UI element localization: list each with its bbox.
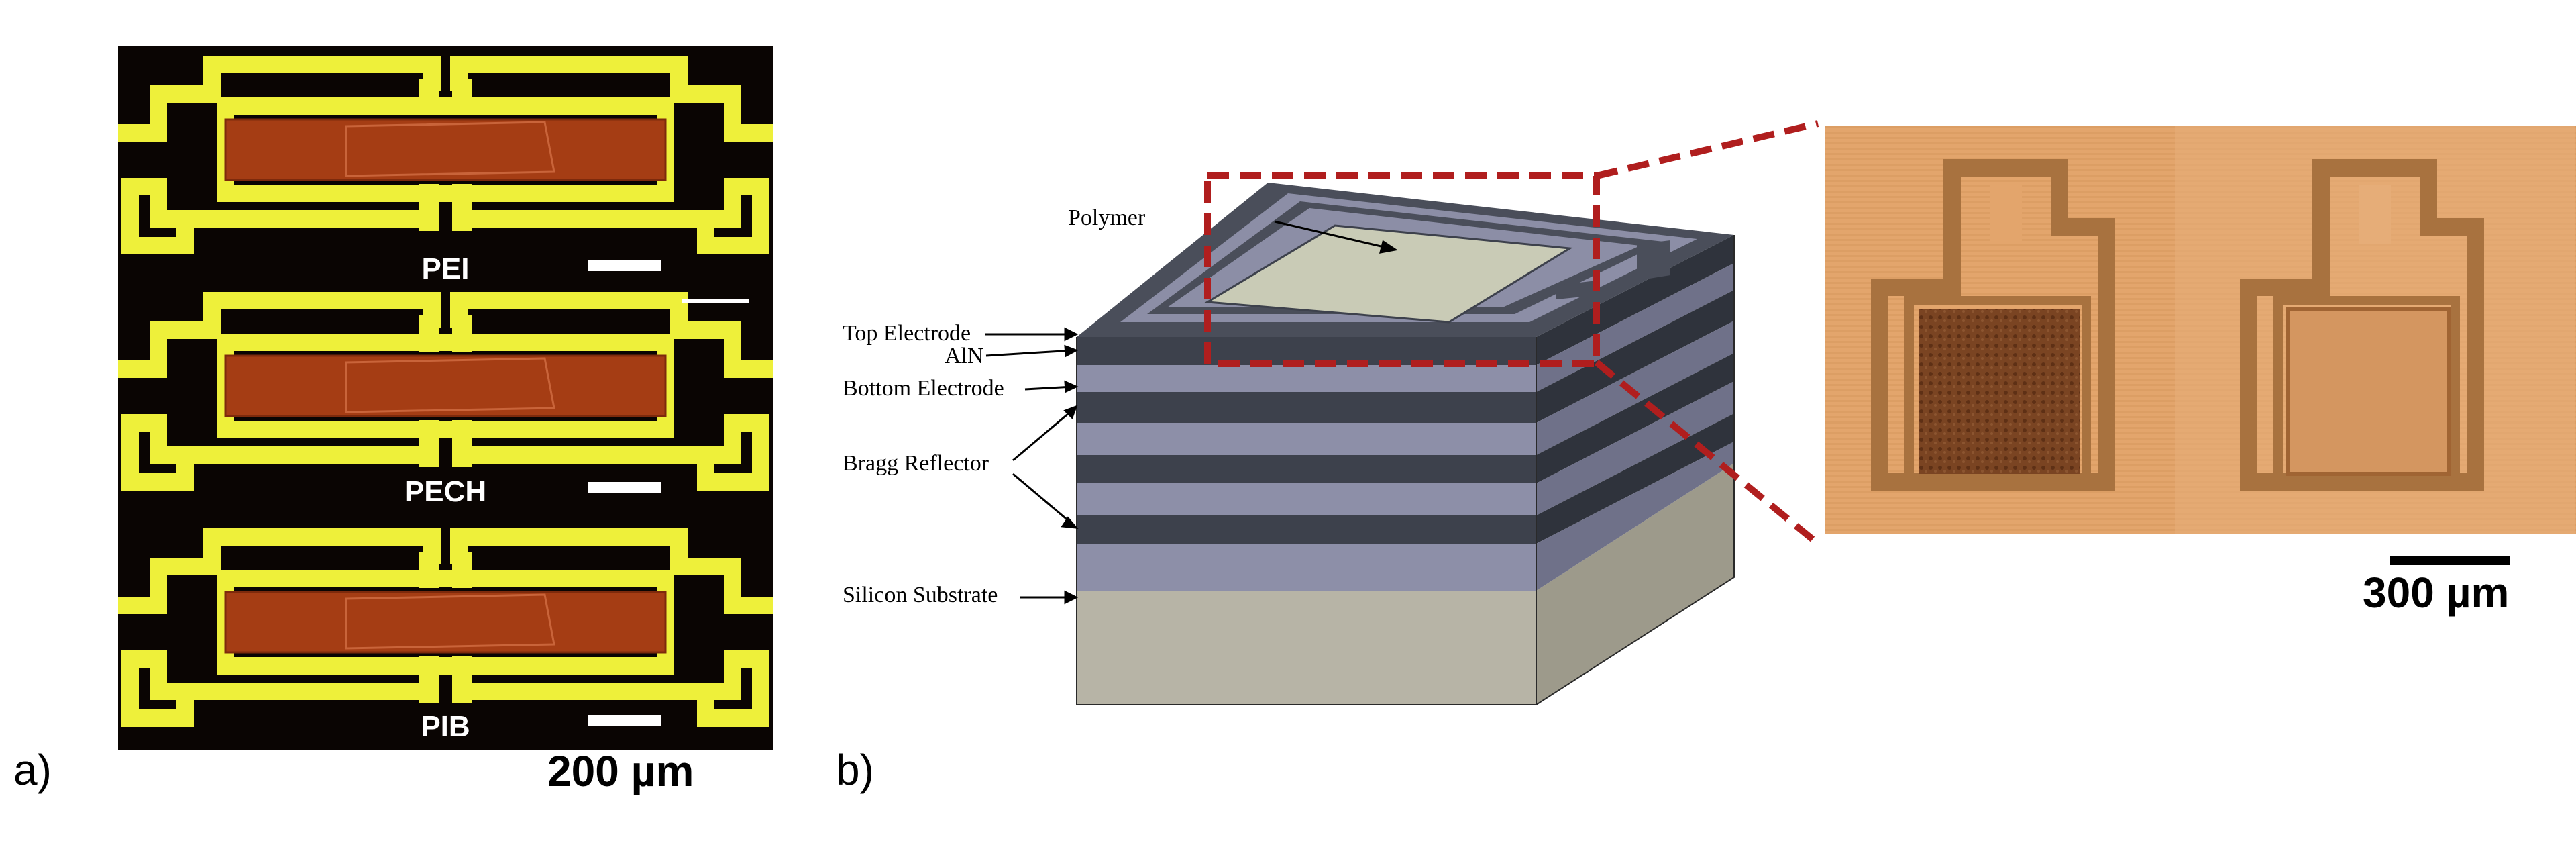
callout-box	[1204, 172, 1600, 367]
panel-b-label: b)	[836, 746, 874, 794]
panel-a-micrograph: PEI PECH PIB	[118, 46, 773, 750]
device-label-pei: PEI	[421, 252, 470, 285]
scale-bar-2	[588, 482, 661, 493]
bulk-acoustic-resonator-schematic	[985, 172, 1735, 705]
panel-a-scale-label: 200 µm	[547, 747, 694, 795]
coated-resonator-light	[2286, 307, 2451, 476]
zoomed-photo-image	[1825, 126, 2576, 534]
label-silicon-substrate: Silicon Substrate	[843, 583, 998, 607]
label-bragg-reflector: Bragg Reflector	[843, 451, 989, 476]
panel-a-label: a)	[13, 746, 52, 794]
label-bottom-electrode: Bottom Electrode	[843, 376, 1004, 401]
scale-bar-1	[588, 260, 661, 271]
substrate-side	[1536, 463, 1734, 705]
panel-b-scale-label: 300 µm	[2363, 568, 2510, 617]
polymer-layer	[1204, 224, 1573, 324]
edge-mark	[682, 299, 749, 303]
scale-bar-3	[588, 715, 661, 726]
label-polymer: Polymer	[1068, 205, 1146, 230]
callout-connectors	[1594, 120, 1821, 546]
substrate-front	[1077, 591, 1536, 705]
coated-resonator-dark	[1919, 309, 2080, 474]
zoomed-photo	[1825, 126, 2576, 534]
scale-bar-300	[2390, 556, 2510, 565]
device-label-pib: PIB	[421, 710, 470, 743]
label-aln: AlN	[945, 344, 984, 368]
device-label-pech: PECH	[404, 475, 487, 508]
micrograph-image	[118, 46, 773, 750]
label-top-electrode: Top Electrode	[843, 321, 971, 346]
